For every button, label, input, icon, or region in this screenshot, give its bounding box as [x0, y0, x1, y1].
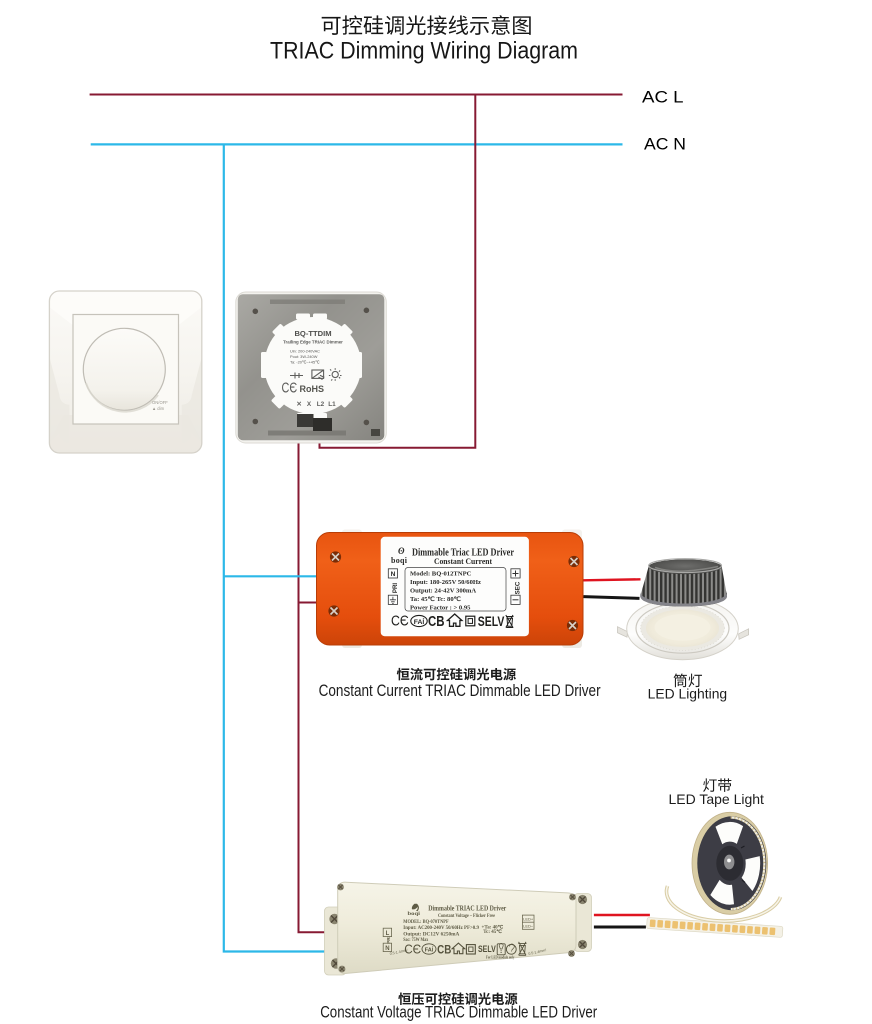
- svg-text:Output: DC12V 6250mA: Output: DC12V 6250mA: [403, 931, 459, 937]
- svg-text:Tc: 45℃: Tc: 45℃: [483, 928, 502, 935]
- svg-text:LED+: LED+: [523, 917, 534, 922]
- svg-text:0.5-1.4mm²: 0.5-1.4mm²: [528, 948, 548, 956]
- svg-text:boqi: boqi: [391, 556, 408, 565]
- svg-text:+Ta: 40℃: +Ta: 40℃: [482, 923, 504, 930]
- svg-text:ʘ: ʘ: [398, 546, 405, 556]
- svg-text:L: L: [386, 931, 390, 937]
- svg-text:SELV: SELV: [478, 944, 496, 954]
- svg-text:AC L: AC L: [642, 87, 684, 106]
- svg-text:LED Tape Light: LED Tape Light: [668, 791, 764, 807]
- svg-text:AC N: AC N: [644, 135, 686, 154]
- svg-text:Input: AC200-240V 50/60Hz PF: Input: AC200-240V 50/60Hz PF>0.9: [403, 925, 479, 931]
- svg-text:N: N: [385, 946, 389, 952]
- svg-text:CЄ: CЄ: [282, 380, 298, 397]
- svg-text:Ta: 45℃ Tc: 80℃: Ta: 45℃ Tc: 80℃: [410, 595, 462, 603]
- svg-text:RoHS: RoHS: [300, 384, 325, 394]
- svg-text:L1: L1: [328, 401, 336, 408]
- svg-text:✕: ✕: [296, 401, 301, 408]
- svg-text:Output: 24-42V 300mA: Output: 24-42V 300mA: [410, 588, 476, 595]
- svg-text:PRI: PRI: [386, 936, 391, 944]
- svg-text:SEC: SEC: [514, 581, 521, 594]
- svg-text:Constant Voltage TRIAC Dimmabl: Constant Voltage TRIAC Dimmable LED Driv…: [320, 1003, 597, 1022]
- svg-text:LED−: LED−: [523, 924, 534, 929]
- svg-text:TRIAC Dimming Wiring Diagram: TRIAC Dimming Wiring Diagram: [270, 38, 578, 65]
- svg-text:ON/OFF: ON/OFF: [152, 400, 168, 405]
- svg-text:L2: L2: [317, 401, 325, 408]
- svg-text:Input: 180-265V 50/60Hz: Input: 180-265V 50/60Hz: [410, 579, 481, 586]
- svg-text:Constant Current TRIAC Dimmabl: Constant Current TRIAC Dimmable LED Driv…: [319, 681, 601, 700]
- svg-text:FAĺ: FAĺ: [414, 617, 426, 626]
- svg-text:CB: CB: [437, 943, 451, 957]
- svg-text:PRI: PRI: [392, 583, 399, 594]
- svg-text:SELV: SELV: [478, 613, 505, 629]
- svg-text:Dimmable Triac LED Driver: Dimmable Triac LED Driver: [412, 547, 514, 558]
- svg-text:Dimmable TRIAC LED Driver: Dimmable TRIAC LED Driver: [428, 904, 507, 913]
- svg-text:For LED module only: For LED module only: [486, 955, 515, 960]
- svg-text:FAĺ: FAĺ: [425, 945, 434, 953]
- svg-text:Pout: 3W-240W: Pout: 3W-240W: [290, 354, 318, 359]
- svg-text:▲ dim: ▲ dim: [152, 406, 165, 411]
- svg-text:Ta: -20℃~+45℃: Ta: -20℃~+45℃: [290, 360, 320, 365]
- svg-text:Uin: 200-240VAC: Uin: 200-240VAC: [290, 349, 320, 354]
- svg-text:0.5-1.4mm²: 0.5-1.4mm²: [389, 948, 409, 956]
- svg-text:Trailing Edge TRIAC Dimmer: Trailing Edge TRIAC Dimmer: [283, 340, 343, 345]
- svg-text:BQ-TTDIM: BQ-TTDIM: [294, 329, 331, 338]
- svg-text:CB: CB: [428, 614, 445, 630]
- svg-text:Constant Current: Constant Current: [434, 557, 492, 566]
- svg-text:Model: BQ-012TNPC: Model: BQ-012TNPC: [410, 571, 472, 578]
- svg-text:MODEL: BQ-070TNPF: MODEL: BQ-070TNPF: [403, 919, 449, 925]
- svg-text:Constant Voltage – Flicker Fre: Constant Voltage – Flicker Free: [438, 913, 496, 919]
- svg-text:N: N: [391, 571, 396, 578]
- svg-text:X: X: [307, 401, 312, 408]
- svg-text:Sac: 75W Max: Sac: 75W Max: [403, 937, 428, 943]
- svg-text:CЄ: CЄ: [404, 942, 421, 957]
- svg-text:CЄ: CЄ: [391, 613, 409, 630]
- svg-text:Power Factor : > 0.95: Power Factor : > 0.95: [410, 605, 471, 612]
- svg-text:boqi: boqi: [408, 911, 421, 917]
- svg-text:LED Lighting: LED Lighting: [648, 686, 728, 702]
